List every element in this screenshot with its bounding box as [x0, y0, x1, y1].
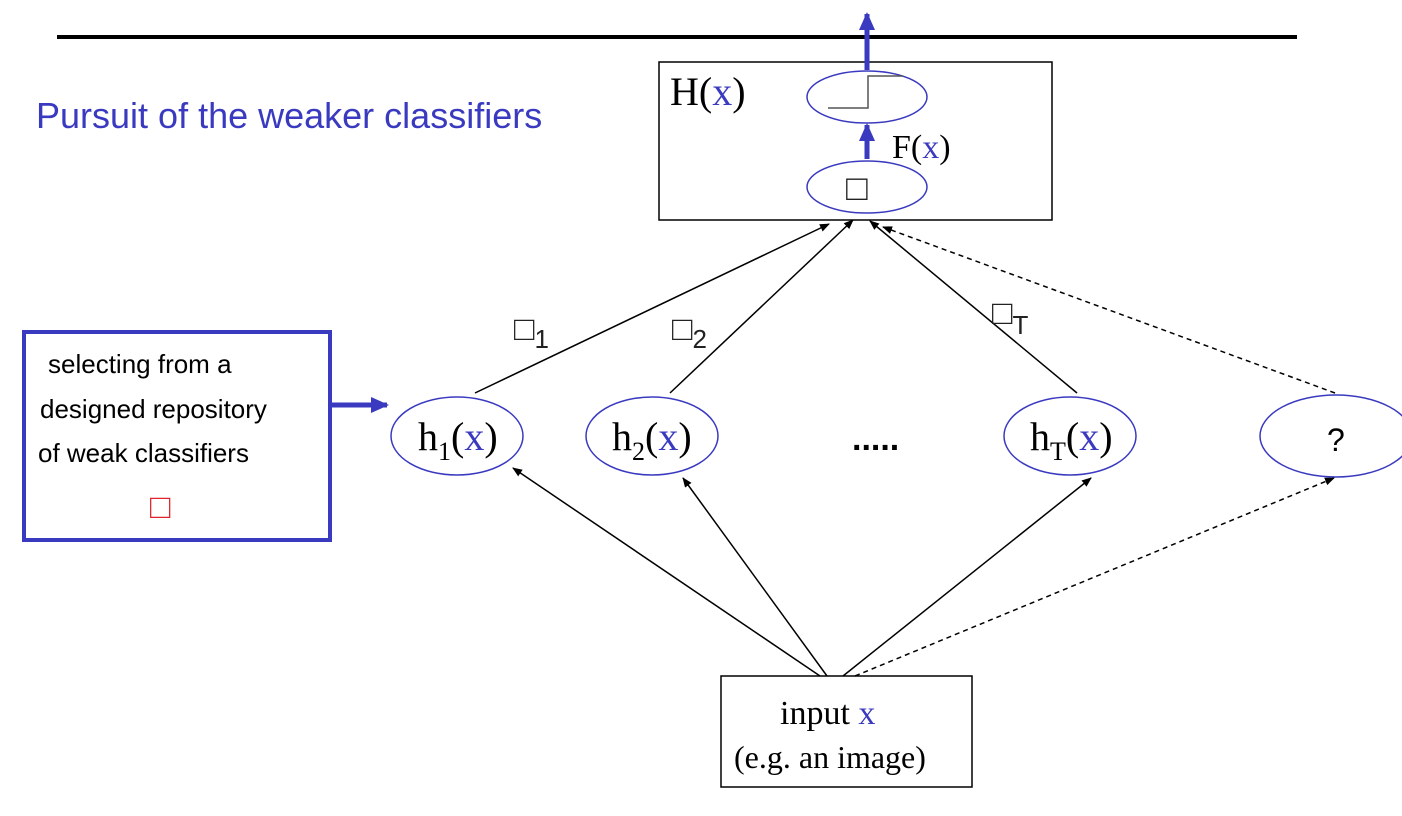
classifier-hT: hT(x): [1003, 396, 1137, 476]
repository-line-3: of weak classifiers: [38, 438, 249, 468]
input-to-h2-arrow: [682, 477, 828, 677]
unknown-to-sum-arrow: [882, 226, 1336, 394]
input-caption: (e.g. an image): [734, 739, 926, 775]
h2-to-sum-arrow: [669, 219, 854, 394]
repository-box: selecting from a designed repository of …: [22, 330, 332, 542]
classifier-ellipsis: .....: [852, 420, 899, 458]
weight-T: □T: [992, 294, 1029, 340]
weight-1: □1: [514, 310, 549, 354]
svg-text:?: ?: [1327, 422, 1345, 458]
weight-2: □2: [672, 310, 707, 354]
F-label: F(x): [892, 129, 951, 166]
sum-symbol: □: [846, 167, 868, 208]
repository-line-1: selecting from a: [48, 349, 232, 379]
input-to-unknown-arrow: [854, 477, 1335, 677]
step-function-icon: [828, 75, 903, 109]
classifier-h2: h2(x): [585, 396, 719, 476]
input-to-hT-arrow: [842, 477, 1092, 677]
svg-text:h2(x): h2(x): [612, 414, 692, 466]
svg-text:h1(x): h1(x): [418, 414, 498, 466]
input-box: input x (e.g. an image): [720, 675, 973, 788]
svg-text:hT(x): hT(x): [1030, 414, 1113, 466]
threshold-node: [806, 70, 928, 124]
repository-line-2: designed repository: [40, 394, 267, 424]
output-box: H(x) □ F(x): [658, 61, 1053, 221]
H-label: H(x): [670, 69, 746, 114]
input-label: input x: [780, 695, 875, 732]
classifier-unknown: ?: [1259, 394, 1402, 478]
hT-to-sum-arrow: [869, 220, 1078, 394]
classifier-h1: h1(x): [390, 396, 524, 476]
input-to-h1-arrow: [512, 467, 821, 677]
repository-symbol: □: [150, 488, 171, 526]
h1-to-sum-arrow: [474, 223, 830, 394]
slide-title: Pursuit of the weaker classifiers: [36, 95, 542, 136]
sum-node: [806, 160, 928, 214]
